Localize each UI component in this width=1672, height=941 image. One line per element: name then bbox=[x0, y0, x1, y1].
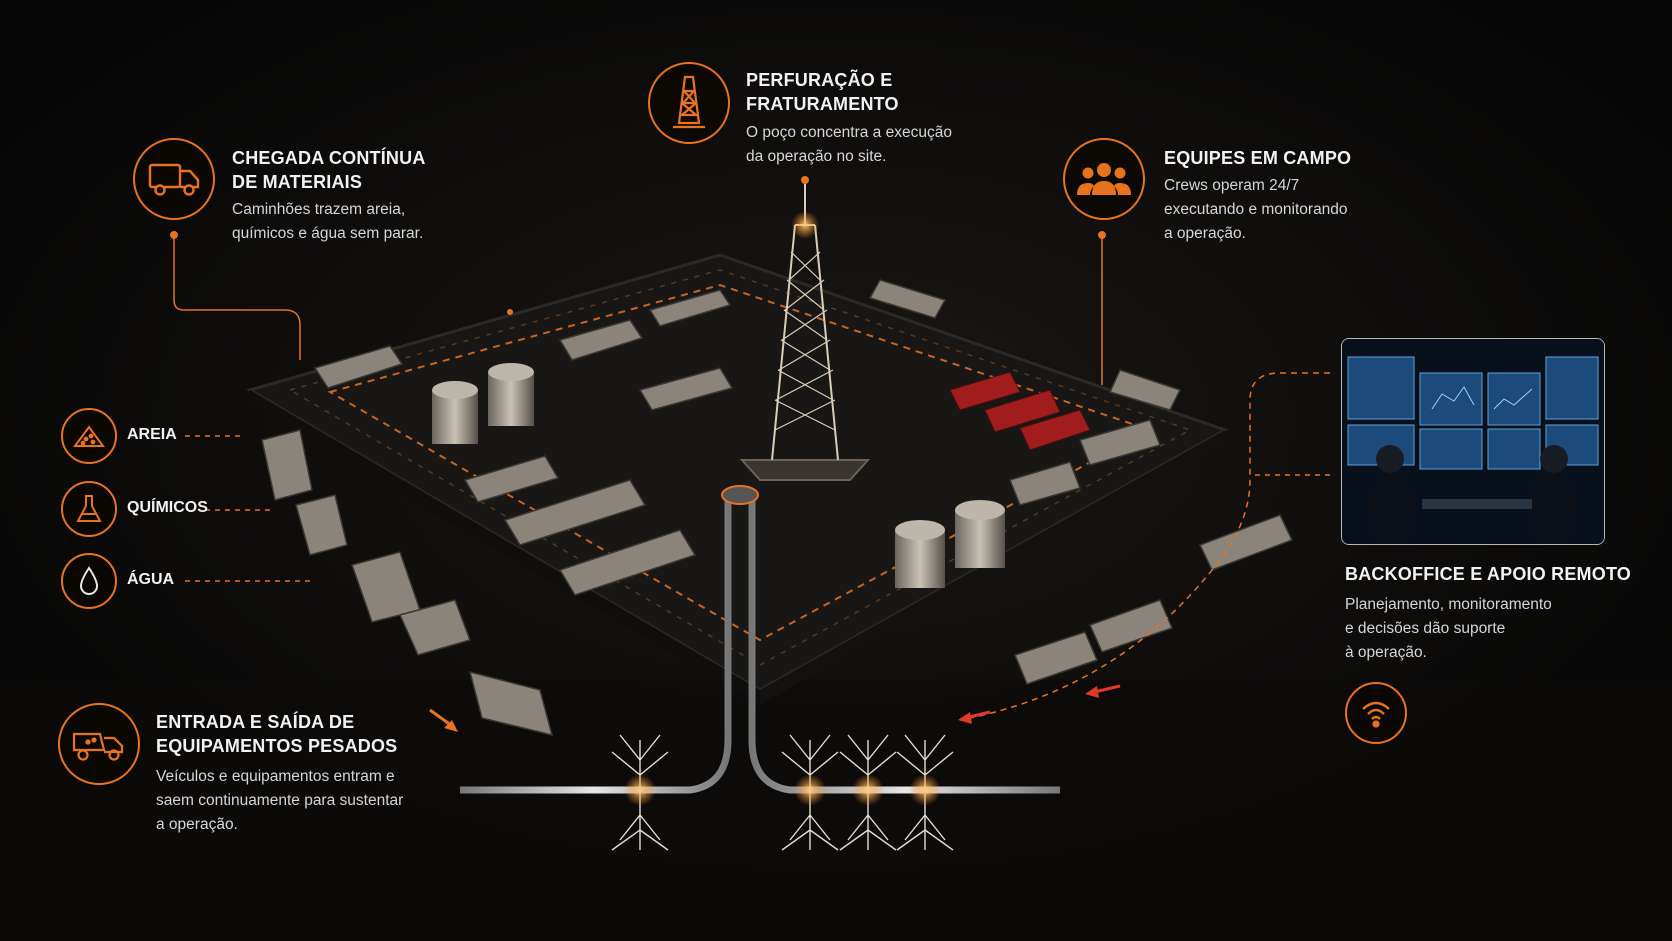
chemical-flask-icon bbox=[61, 481, 117, 537]
water-drop-icon bbox=[61, 553, 117, 609]
resource-label-water: ÁGUA bbox=[127, 571, 175, 588]
drilling-derrick bbox=[739, 180, 871, 481]
fracture-glows bbox=[624, 774, 941, 806]
flow-arrows bbox=[429, 684, 1121, 732]
truck-icon bbox=[133, 138, 215, 220]
frac-pumps bbox=[949, 371, 1091, 451]
backoffice-description: Planejamento, monitoramento e decisões d… bbox=[1345, 596, 1552, 661]
drilling-title: PERFURAÇÃO E FRATURAMENTO bbox=[746, 70, 899, 114]
dump-truck-icon bbox=[58, 703, 140, 785]
crews-description: Crews operam 24/7 executando e monitoran… bbox=[1164, 177, 1348, 242]
derrick-beacon bbox=[791, 211, 819, 239]
control-room-image bbox=[1341, 338, 1605, 545]
heavy-equipment-title: ENTRADA E SAÍDA DE EQUIPAMENTOS PESADOS bbox=[156, 712, 398, 756]
drilling-rig-icon bbox=[648, 62, 730, 144]
sand-pile-icon bbox=[61, 408, 117, 464]
materials-description: Caminhões trazem areia, químicos e água … bbox=[232, 201, 424, 242]
wifi-signal-icon bbox=[1345, 682, 1407, 744]
resource-label-sand: AREIA bbox=[127, 426, 177, 443]
heavy-equipment-description: Veículos e equipamentos entram e saem co… bbox=[156, 768, 404, 833]
resource-label-chemicals: QUÍMICOS bbox=[127, 499, 208, 516]
connector-lines bbox=[173, 235, 1330, 721]
backoffice-title: BACKOFFICE E APOIO REMOTO bbox=[1345, 564, 1632, 584]
storage-tanks bbox=[432, 363, 1005, 588]
site-trucks bbox=[261, 279, 1294, 737]
drilling-description: O poço concentra a execução da operação … bbox=[746, 124, 952, 165]
materials-title: CHEGADA CONTÍNUA DE MATERIAIS bbox=[232, 148, 426, 192]
wellbore bbox=[460, 500, 1060, 794]
fractures bbox=[611, 734, 954, 851]
connector-dots bbox=[170, 176, 1106, 315]
people-group-icon bbox=[1063, 138, 1145, 220]
crews-title: EQUIPES EM CAMPO bbox=[1164, 148, 1352, 168]
